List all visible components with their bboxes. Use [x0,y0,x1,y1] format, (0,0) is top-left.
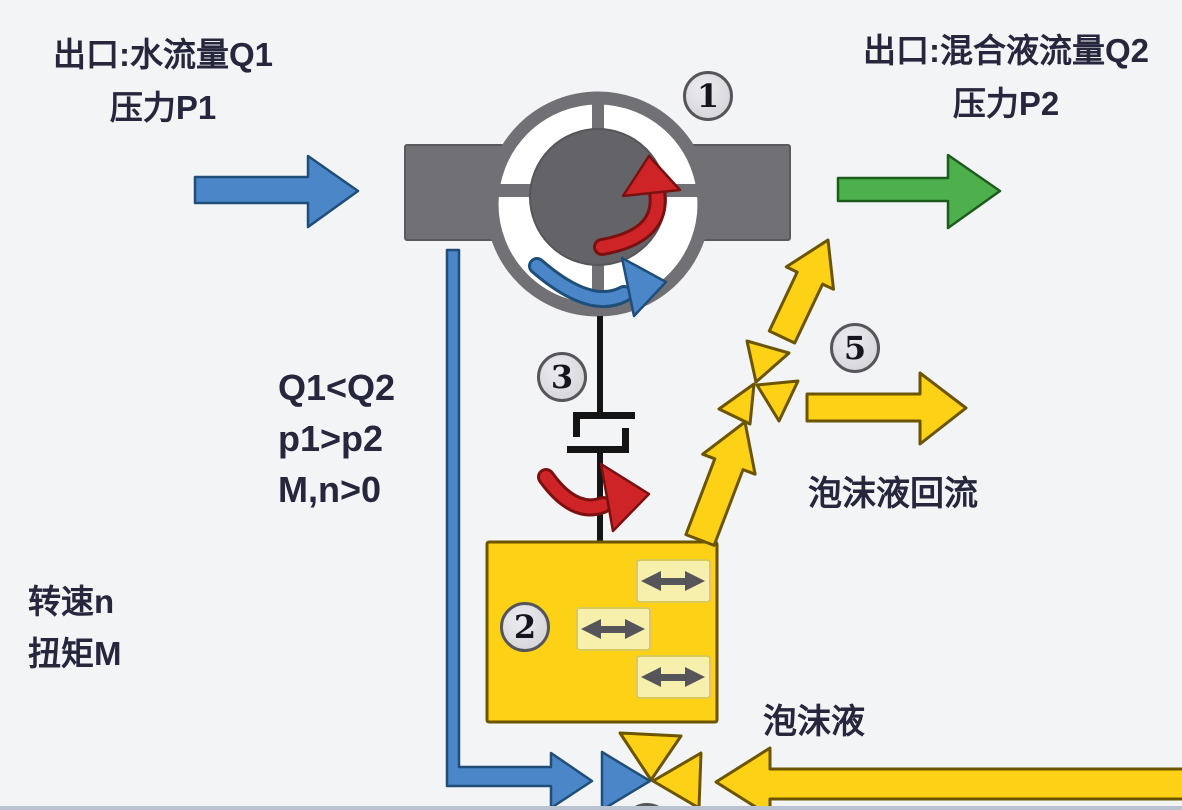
badge-coupling: 3 [537,352,587,402]
pump-element [636,559,711,603]
condition-flow: Q1<Q2 [278,367,396,408]
foam-supply-arrow-icon [714,746,1182,810]
foam-supply-label: 泡沫液 [763,703,865,741]
mixture-outlet-label: 出口:混合液流量Q2 压力P2 [838,24,1174,130]
rotor-rotation-arrow-red-icon [593,154,682,256]
water-inlet-label-line1: 出口:水流量Q1 [52,36,273,73]
mixture-outlet-arrow-icon [836,153,1002,230]
flow-rotation-arrow-blue-icon [528,256,668,318]
shaft-parameters: 转速n 扭矩M [28,576,122,680]
operating-conditions: Q1<Q2 p1>p2 M,n>0 [278,362,395,515]
water-inlet-label-line2: 压力P1 [109,89,217,126]
return-up-arrow-icon [767,238,835,345]
bottom-edge-strip [0,806,1182,810]
shaft-speed: 转速n [28,583,115,620]
mixture-outlet-label-line1: 出口:混合液流量Q2 [862,32,1149,69]
foam-pump [485,540,719,724]
pump-element [636,655,711,699]
pump-element [576,607,651,651]
water-motor [485,91,711,318]
water-inlet-arrow-icon [193,154,360,229]
water-feed-pipe-arrow-icon [445,248,594,810]
foam-return-label: 泡沫液回流 [808,475,978,513]
foam-return-arrow-icon [805,371,968,446]
pump-outlet-arrow-icon [684,420,757,547]
mixture-outlet-label-line2: 压力P2 [952,85,1060,122]
condition-torque: M,n>0 [278,469,382,510]
coupling-rotation-arrow-red-icon [537,462,651,533]
condition-pressure: p1>p2 [278,418,384,459]
shaft-torque: 扭矩M [28,635,122,672]
badge-water-motor: 1 [683,71,733,121]
water-inlet-label: 出口:水流量Q1 压力P1 [18,28,308,134]
return-branch-valve-icon [717,339,800,426]
coupling [567,412,635,453]
mixing-valve-icon [600,731,703,810]
badge-return-valve: 5 [830,323,880,373]
badge-foam-pump: 2 [500,602,550,652]
